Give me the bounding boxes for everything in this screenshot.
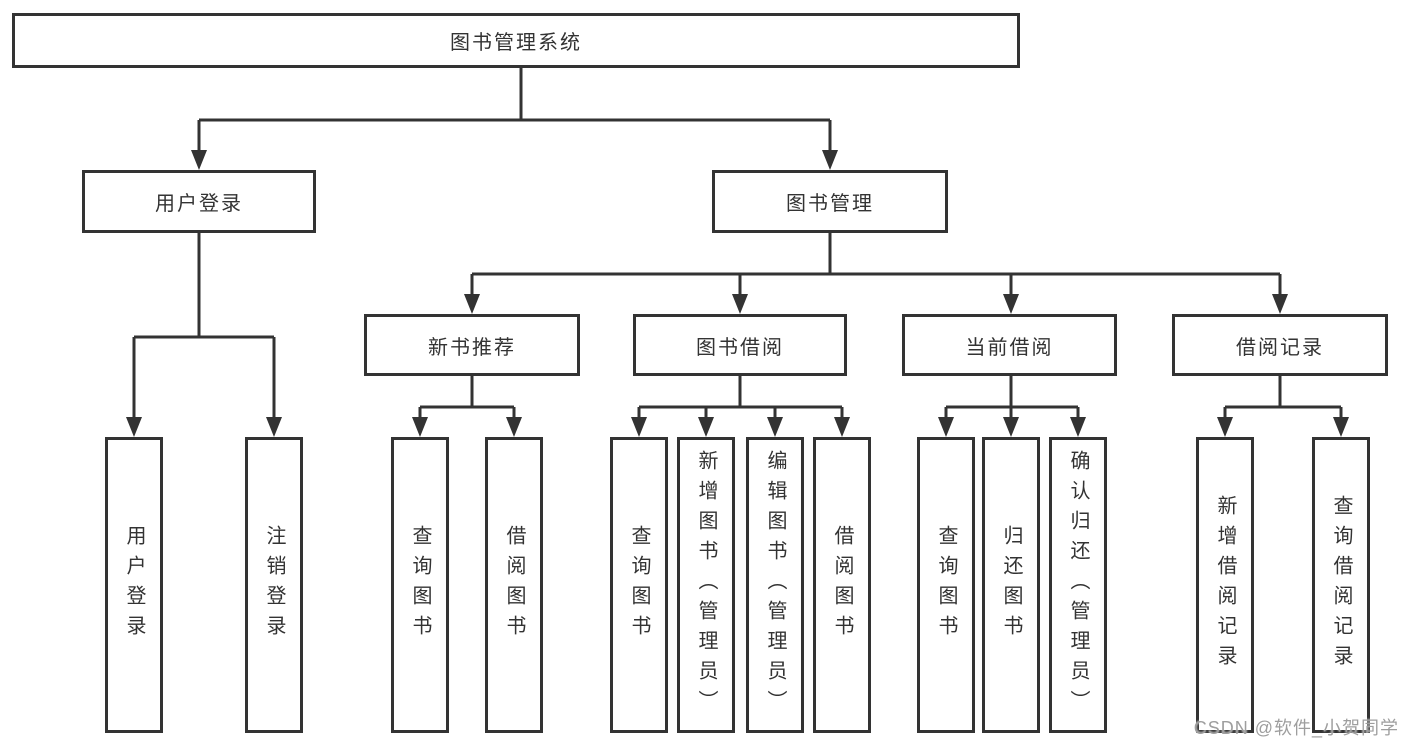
arrowhead-icon (631, 417, 647, 437)
node-library-management-system: 图书管理系统 (12, 13, 1020, 68)
node-user-login: 用户登录 (82, 170, 316, 233)
connector-book-management-to-level3 (464, 233, 1288, 314)
arrowhead-icon (1003, 294, 1019, 314)
arrowhead-icon (1217, 417, 1233, 437)
node-label: 借阅记录 (1236, 336, 1324, 359)
arrowhead-icon (412, 417, 428, 437)
node-leaf-return-books: 归还图书 (982, 437, 1040, 733)
arrowhead-icon (767, 417, 783, 437)
node-current-borrowing: 当前借阅 (902, 314, 1117, 376)
node-label: 确认归还（管理员） (1067, 450, 1089, 720)
watermark: CSDN @软件_小贺同学 (1193, 718, 1399, 738)
node-label: 新增借阅记录 (1214, 495, 1236, 675)
arrowhead-icon (938, 417, 954, 437)
node-label: 用户登录 (155, 193, 243, 215)
node-label: 新增图书（管理员） (695, 450, 717, 720)
node-label: 归还图书 (1000, 525, 1022, 645)
node-label: 新书推荐 (428, 336, 516, 359)
arrowhead-icon (464, 294, 480, 314)
node-label: 注销登录 (263, 525, 285, 645)
node-label: 用户登录 (123, 525, 145, 645)
node-label: 编辑图书（管理员） (764, 450, 786, 720)
connector-user-login-children (126, 233, 282, 437)
node-book-borrowing: 图书借阅 (633, 314, 847, 376)
node-borrowing-records: 借阅记录 (1172, 314, 1388, 376)
arrowhead-icon (1070, 417, 1086, 437)
node-leaf-add-books-admin: 新增图书（管理员） (677, 437, 735, 733)
arrowhead-icon (834, 417, 850, 437)
arrowhead-icon (506, 417, 522, 437)
node-leaf-borrow-books-recommend: 借阅图书 (485, 437, 543, 733)
node-label: 查询图书 (628, 525, 650, 645)
node-leaf-user-login: 用户登录 (105, 437, 163, 733)
connector-current-borrowing-children (938, 376, 1086, 437)
node-leaf-query-books-current: 查询图书 (917, 437, 975, 733)
node-leaf-add-borrow-record: 新增借阅记录 (1196, 437, 1254, 733)
node-label: 查询借阅记录 (1330, 495, 1352, 675)
connector-borrowing-records-children (1217, 376, 1349, 437)
node-leaf-query-books-borrowing: 查询图书 (610, 437, 668, 733)
node-leaf-edit-books-admin: 编辑图书（管理员） (746, 437, 804, 733)
node-label: 图书管理系统 (450, 32, 582, 54)
node-leaf-borrow-books: 借阅图书 (813, 437, 871, 733)
connector-new-book-recommendation-children (412, 376, 522, 437)
arrowhead-icon (266, 417, 282, 437)
node-label: 查询图书 (935, 525, 957, 645)
connector-book-borrowing-children (631, 376, 850, 437)
node-new-book-recommendation: 新书推荐 (364, 314, 580, 376)
node-label: 借阅图书 (503, 525, 525, 645)
arrowhead-icon (1333, 417, 1349, 437)
arrowhead-icon (1003, 417, 1019, 437)
arrowhead-icon (822, 150, 838, 170)
arrowhead-icon (698, 417, 714, 437)
node-leaf-logout: 注销登录 (245, 437, 303, 733)
connector-root-to-level2 (191, 68, 838, 170)
node-book-management: 图书管理 (712, 170, 948, 233)
node-label: 当前借阅 (965, 336, 1054, 359)
node-label: 查询图书 (409, 525, 431, 645)
node-label: 图书借阅 (696, 336, 784, 359)
node-leaf-confirm-return-admin: 确认归还（管理员） (1049, 437, 1107, 733)
node-leaf-query-books-recommend: 查询图书 (391, 437, 449, 733)
arrowhead-icon (191, 150, 207, 170)
node-leaf-query-borrow-record: 查询借阅记录 (1312, 437, 1370, 733)
node-label: 借阅图书 (831, 525, 853, 645)
arrowhead-icon (1272, 294, 1288, 314)
arrowhead-icon (126, 417, 142, 437)
arrowhead-icon (732, 294, 748, 314)
node-label: 图书管理 (786, 193, 874, 215)
